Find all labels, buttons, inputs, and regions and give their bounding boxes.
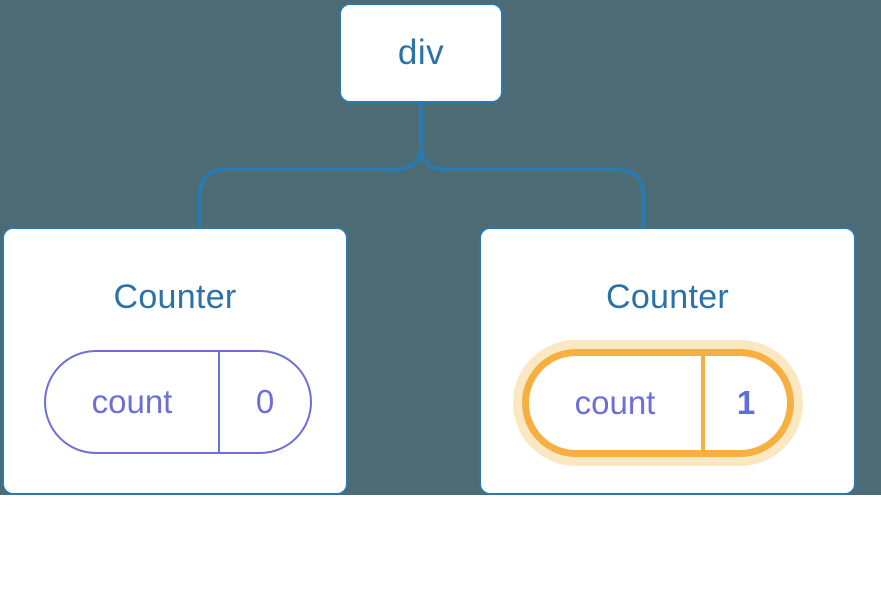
state-key-label: count: [91, 383, 173, 420]
node-counter-left[interactable]: Counter count 0: [2, 227, 348, 495]
edge-to-counter-left: [198, 145, 423, 227]
state-value-label: 0: [218, 352, 310, 452]
node-counter-right[interactable]: Counter count 1: [479, 227, 856, 495]
node-counter-right-title: Counter: [605, 278, 730, 316]
state-key-label: count: [574, 384, 656, 421]
state-value-label: 1: [701, 356, 787, 450]
state-pill-count-right[interactable]: count 1: [522, 349, 794, 457]
tree-edges: [198, 103, 645, 227]
diagram-canvas: div Counter count 0 Counter count 1: [0, 0, 881, 495]
node-root-div[interactable]: div: [339, 3, 503, 103]
state-pill-count-left[interactable]: count 0: [44, 350, 312, 454]
node-counter-left-title: Counter: [113, 278, 237, 316]
edge-to-counter-right: [419, 145, 645, 227]
node-root-label: div: [397, 33, 445, 72]
